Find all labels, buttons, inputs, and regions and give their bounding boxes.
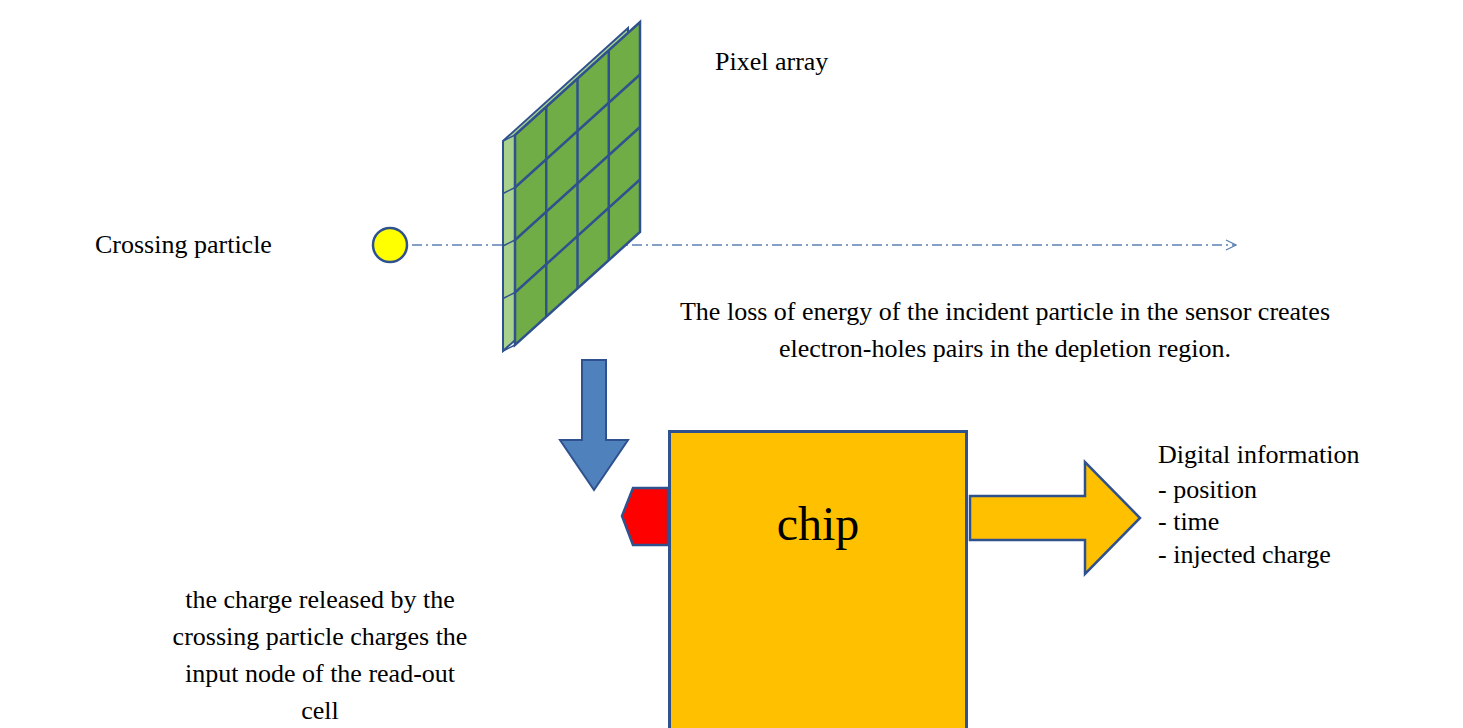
output-item: - injected charge — [1158, 536, 1458, 573]
pixel-edge-line — [503, 240, 515, 246]
output-item: - time — [1158, 503, 1458, 540]
pixel-grid-line — [608, 50, 611, 260]
particle-label: Crossing particle — [95, 226, 365, 263]
part-label: Pixel array — [715, 43, 915, 80]
output-arrow — [970, 462, 1140, 574]
output-heading: Digital information — [1158, 436, 1458, 473]
note-text: the charge released by the crossing part… — [165, 581, 475, 728]
pixel-edge-line — [503, 293, 515, 299]
output-item: - position — [1158, 471, 1458, 508]
pixel-edge-line — [503, 135, 515, 141]
note-text: The loss of energy of the incident parti… — [650, 293, 1360, 367]
chip-box: chip — [668, 430, 968, 728]
pixel-grid-line — [515, 127, 640, 240]
pixel-edge-line — [503, 345, 515, 351]
sensor-face — [515, 22, 640, 345]
pixel-edge-line — [503, 188, 515, 194]
chip-label: chip — [671, 495, 965, 553]
pixel-grid-line — [515, 180, 640, 293]
block-arrow — [560, 360, 628, 490]
particle-circle — [373, 228, 407, 262]
input-arrow — [622, 488, 668, 545]
pixel-array — [503, 22, 640, 351]
